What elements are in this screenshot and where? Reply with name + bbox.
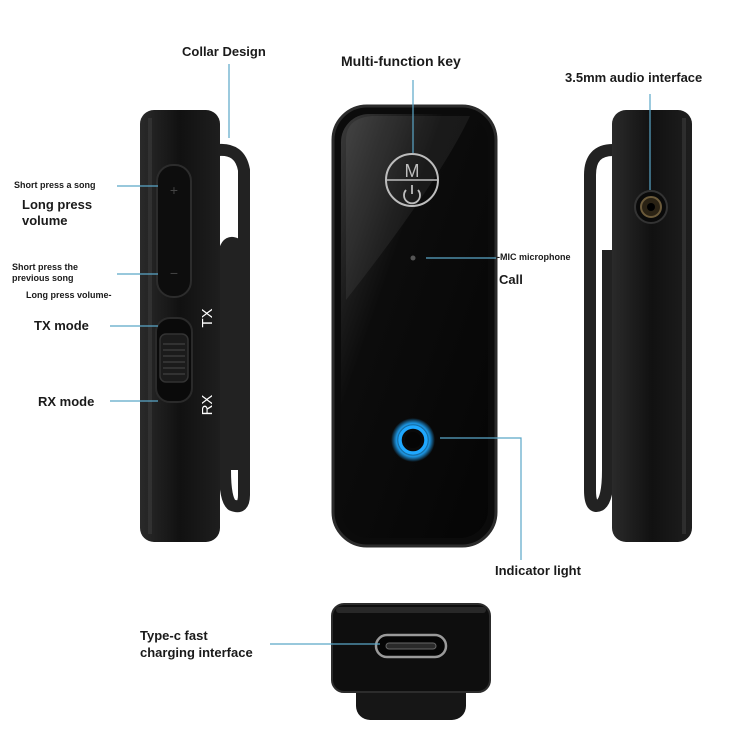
indicator-ring (398, 425, 428, 455)
mic-hole (410, 255, 416, 261)
minus-glyph: − (170, 265, 178, 281)
call-label: Call (499, 272, 523, 287)
mic-microphone-label: -MIC microphone (497, 252, 571, 262)
collar-design-label: Collar Design (182, 44, 266, 59)
rx-mode-label: RX mode (38, 394, 95, 409)
collar-clip (217, 143, 250, 513)
side-rx-text: RX (199, 395, 216, 416)
mode-slider-knob (159, 333, 189, 383)
front-view: M (331, 104, 498, 548)
left-side-view: + − TX RX (140, 110, 250, 542)
volume-rocker (156, 164, 192, 298)
short-press-previous-label: Short press the (12, 262, 79, 272)
indicator-light-label: Indicator light (495, 563, 581, 578)
plus-glyph: + (170, 182, 178, 198)
previous-song-label: previous song (12, 273, 74, 283)
tx-mode-label: TX mode (34, 318, 89, 333)
right-clip (584, 144, 614, 512)
right-body (612, 110, 692, 542)
right-side-view (584, 110, 692, 542)
typec-label-line1: Type-c fast (140, 628, 208, 643)
bottom-view (331, 603, 491, 720)
short-press-song-label: Short press a song (14, 180, 96, 190)
power-icon (403, 185, 421, 205)
audio-interface-label: 3.5mm audio interface (565, 70, 703, 85)
leader-lines (110, 64, 651, 645)
long-press-label: Long press (22, 197, 93, 212)
key-letter: M (405, 161, 420, 181)
typec-label-line2: charging interface (140, 645, 253, 660)
long-press-volume-down-label: Long press volume- (26, 290, 112, 300)
multi-function-key-label: Multi-function key (341, 53, 461, 69)
side-tx-text: TX (199, 308, 216, 327)
volume-label: volume (22, 213, 68, 228)
